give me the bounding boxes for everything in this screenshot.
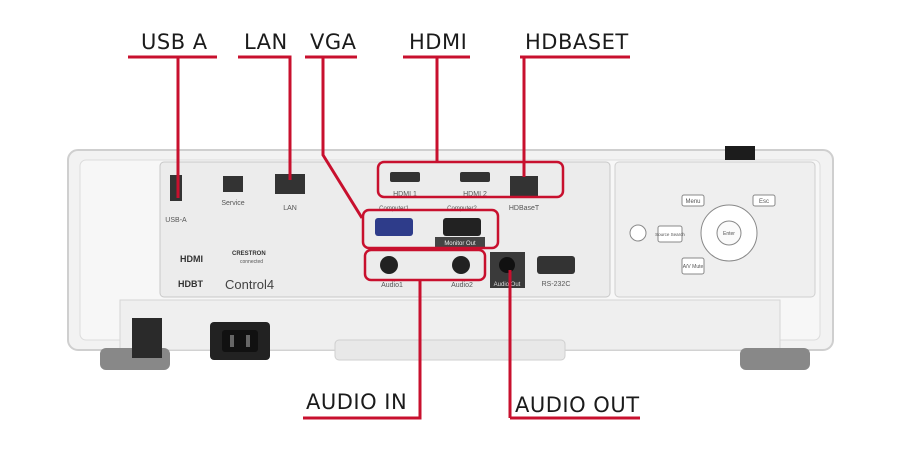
control4-logo: Control4 [225, 277, 274, 292]
audio2-label: Audio2 [451, 282, 473, 289]
vga-leader [305, 55, 364, 219]
hdmi-highlight-box [376, 160, 565, 199]
audio-in-leader [303, 280, 422, 420]
av-mute-label: A/V Mute [683, 264, 704, 270]
callout-audio-out: AUDIO OUT [515, 393, 640, 417]
crestron-logo: CRESTRON [232, 251, 266, 257]
callout-audio-in: AUDIO IN [306, 390, 408, 414]
audio-out-leader [508, 270, 640, 420]
hdmi1-port [390, 172, 420, 182]
cable-holder [132, 318, 162, 358]
callout-vga: VGA [310, 30, 357, 54]
callout-lan: LAN [244, 30, 288, 54]
hdbaset-port [510, 176, 538, 196]
hdmi-leader [403, 55, 470, 163]
callout-hdmi: HDMI [409, 30, 468, 54]
menu-button [681, 194, 705, 207]
usb-a-leader [128, 55, 217, 198]
monitor-out-tag [435, 237, 485, 247]
audio1-jack [380, 256, 398, 274]
audio2-jack [452, 256, 470, 274]
lan-port [275, 174, 305, 194]
hdmi2-label: HDMI 2 [463, 191, 487, 198]
av-mute-button [681, 257, 705, 275]
enter-button [716, 220, 742, 246]
menu-label: Menu [685, 199, 700, 205]
service-label: Service [221, 200, 244, 207]
vga-computer1-port [375, 218, 413, 236]
audio-out-jack [499, 257, 515, 273]
rs232c-label: RS-232C [542, 281, 571, 288]
top-tab [725, 146, 755, 160]
crestron-sub-logo: connected [240, 259, 263, 265]
vga-computer2-port [443, 218, 481, 236]
monitor-out-label: Monitor Out [444, 241, 476, 247]
hdbaset-leader [520, 55, 630, 177]
power-button [629, 224, 647, 242]
rs232c-port [537, 256, 575, 274]
service-port [223, 176, 243, 192]
audio-in-highlight-box [363, 248, 487, 282]
foot-right [740, 348, 810, 370]
hdmi1-label: HDMI 1 [393, 191, 417, 198]
esc-button [752, 194, 776, 207]
audio1-label: Audio1 [381, 282, 403, 289]
vga-highlight-box [361, 208, 500, 250]
usb-a-port [170, 175, 182, 201]
esc-label: Esc [759, 199, 769, 205]
hdbt-logo: HDBT [178, 279, 203, 289]
lan-label: LAN [283, 205, 297, 212]
enter-label: Enter [723, 231, 735, 237]
audio-out-label: Audio Out [494, 282, 521, 288]
callout-hdbaset: HDBASET [525, 30, 629, 54]
hdbaset-label: HDBaseT [509, 205, 540, 212]
usb-a-label: USB-A [165, 217, 187, 224]
callout-usb-a: USB A [141, 30, 208, 54]
source-search-button [657, 225, 683, 243]
hdmi-logo: HDMI [180, 254, 203, 264]
source-search-label: Source Search [655, 232, 685, 237]
hdmi2-port [460, 172, 490, 182]
lan-leader [238, 55, 292, 180]
